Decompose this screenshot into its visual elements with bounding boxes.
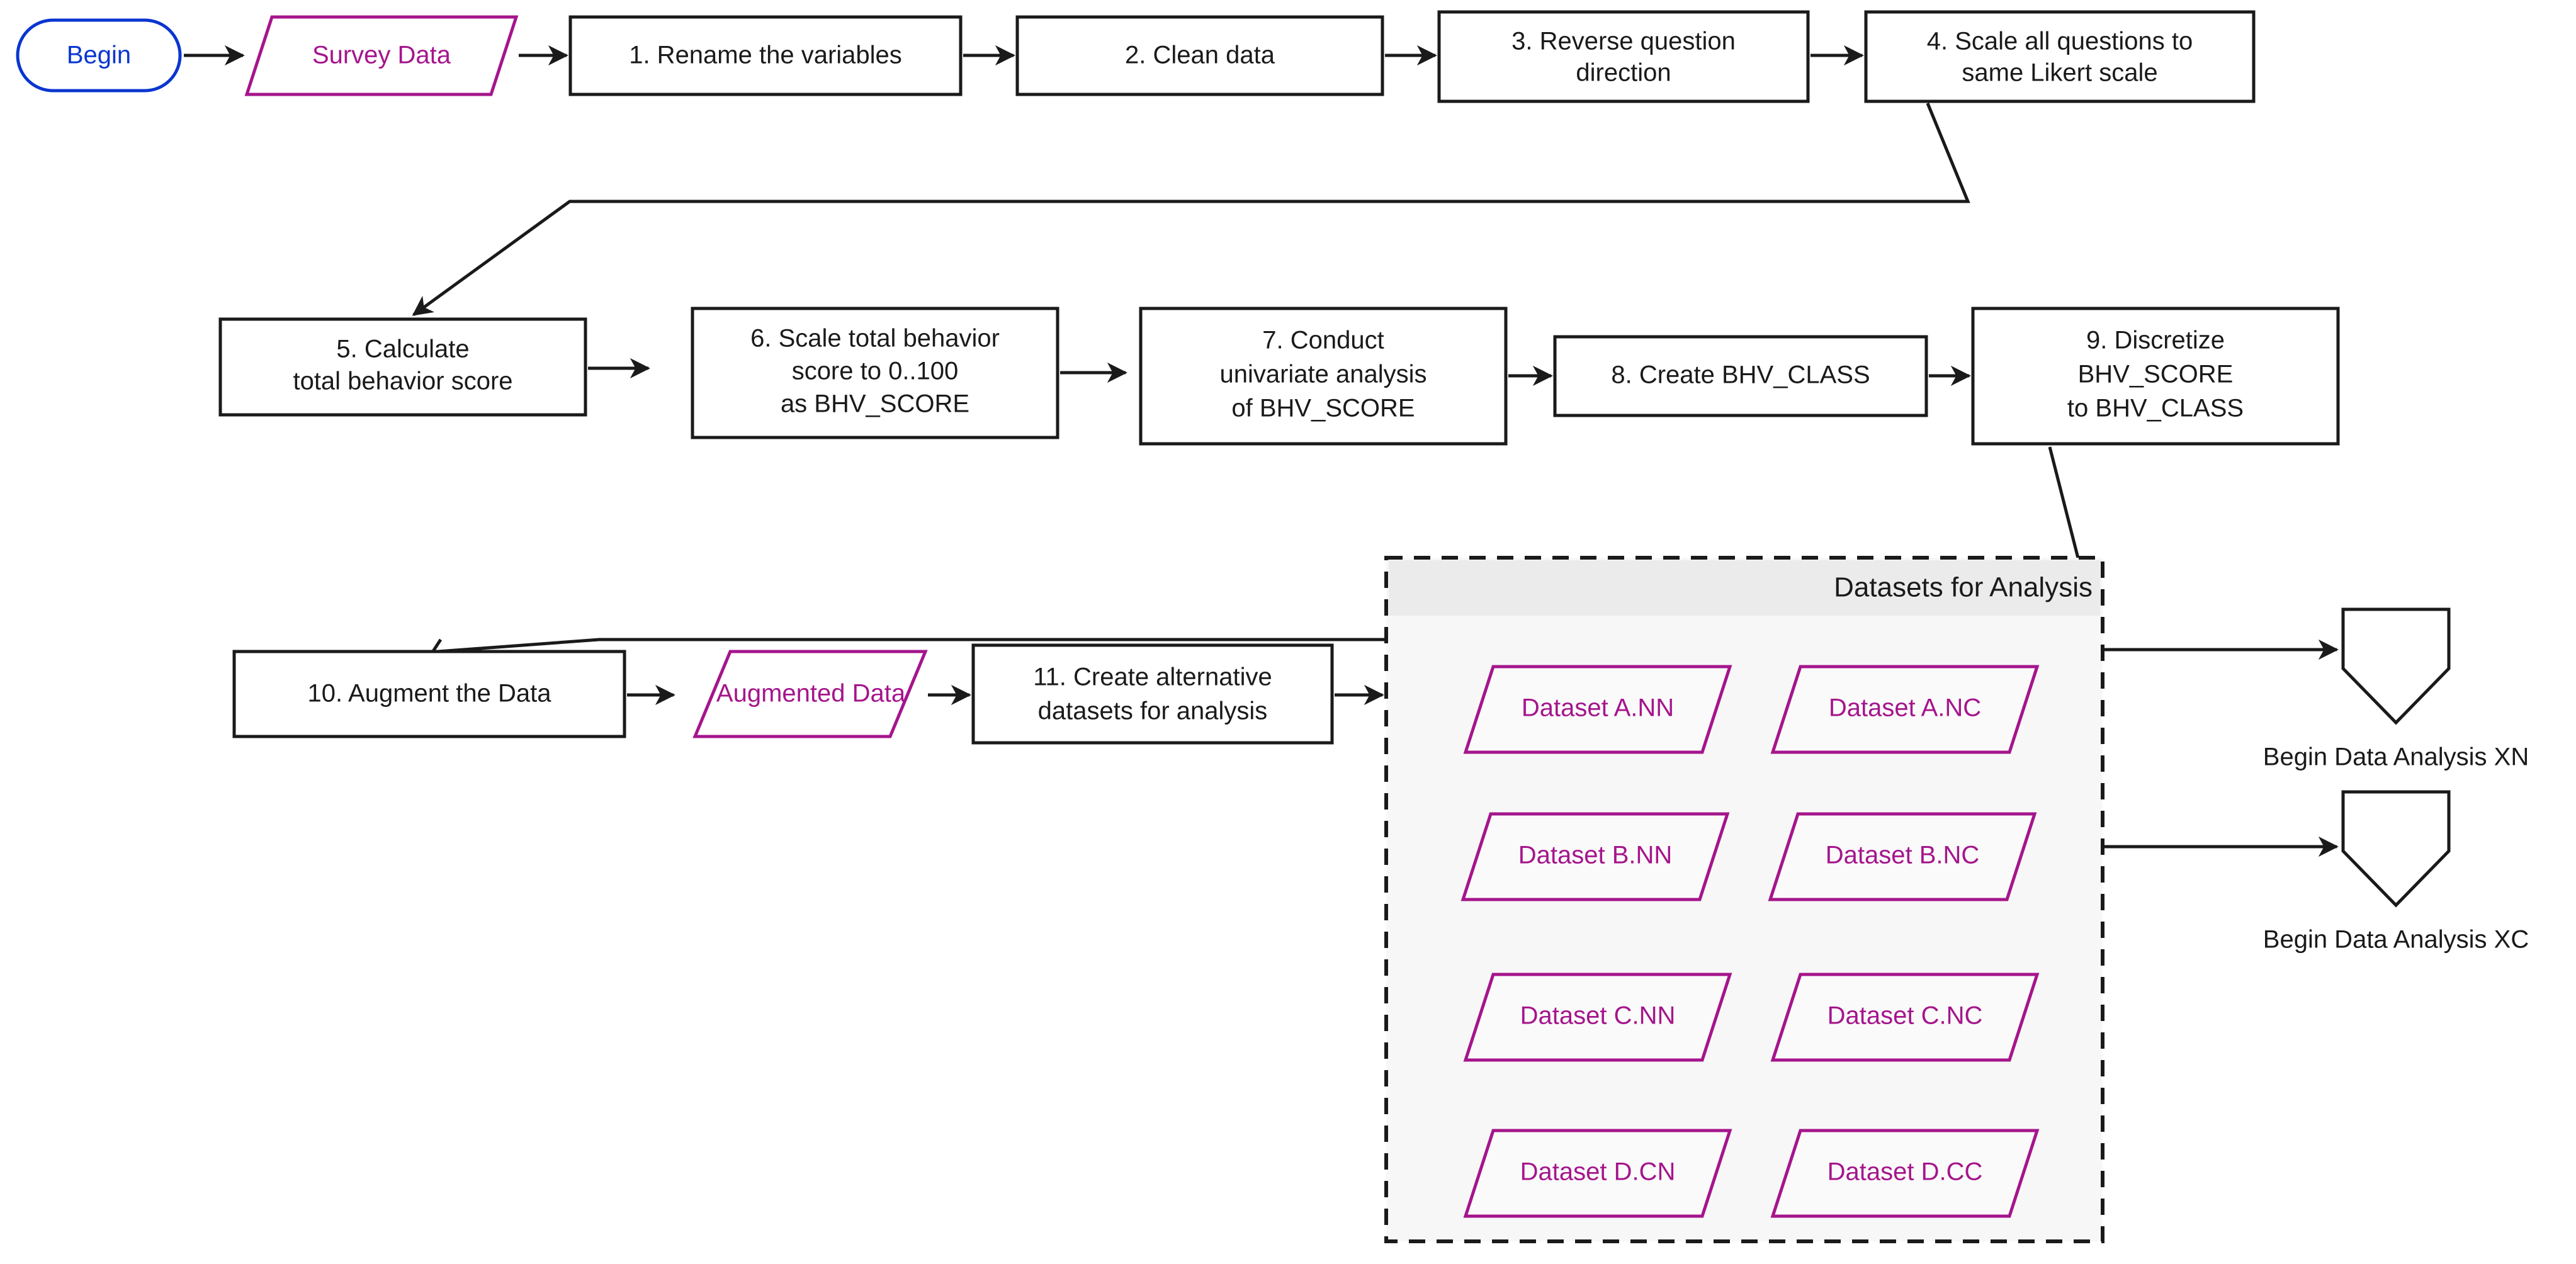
dataset-b-nc-shape xyxy=(1768,812,2037,901)
node-step-5[interactable]: 5. Calculate total behavior score xyxy=(218,317,587,417)
step-2-box xyxy=(1015,15,1384,96)
step-11-label-line1: 11. Create alternative xyxy=(1033,663,1272,691)
node-step-9[interactable]: 9. Discretize BHV_SCORE to BHV_CLASS xyxy=(1971,307,2340,446)
dataset-d-cc-label: Dataset D.CC xyxy=(1827,1158,1983,1186)
step-4-label-line2: same Likert scale xyxy=(1962,59,2157,87)
step-6-label-line1: 6. Scale total behavior xyxy=(750,325,1000,353)
dataset-item-b-nn[interactable]: Dataset B.NN xyxy=(1460,812,1730,901)
step-9-label-line2: BHV_SCORE xyxy=(2078,361,2234,388)
offpage-connector-xn[interactable]: Begin Data Analysis XN xyxy=(2263,607,2529,771)
step-7-label-line3: of BHV_SCORE xyxy=(1231,395,1415,422)
dataset-a-nn-shape xyxy=(1463,665,1732,754)
dataset-item-b-nc[interactable]: Dataset B.NC xyxy=(1768,812,2037,901)
dataset-b-nn-shape xyxy=(1460,812,1730,901)
step-3-box xyxy=(1437,10,1810,103)
dataset-c-nc-label: Dataset C.NC xyxy=(1827,1002,1983,1030)
step-7-box xyxy=(1139,307,1508,446)
offpage-xn-caption: Begin Data Analysis XN xyxy=(2263,743,2529,771)
node-begin[interactable]: Begin xyxy=(16,18,182,93)
dataset-d-cn-shape xyxy=(1463,1129,1732,1218)
step-11-box xyxy=(971,643,1334,745)
step-3-label-line1: 3. Reverse question xyxy=(1511,28,1736,55)
dataset-item-a-nc[interactable]: Dataset A.NC xyxy=(1770,665,2040,754)
step-9-label-line3: to BHV_CLASS xyxy=(2067,395,2244,422)
offpage-xn-shape xyxy=(2341,607,2451,725)
step-7-label-line1: 7. Conduct xyxy=(1262,327,1384,354)
step-10-label: 10. Augment the Data xyxy=(308,680,552,708)
dataset-item-c-nn[interactable]: Dataset C.NN xyxy=(1463,973,1732,1062)
step-9-label-line1: 9. Discretize xyxy=(2086,327,2225,354)
dataset-item-d-cc[interactable]: Dataset D.CC xyxy=(1770,1129,2040,1218)
node-step-4[interactable]: 4. Scale all questions to same Likert sc… xyxy=(1864,10,2256,103)
augmented-data-parallelogram-shape xyxy=(692,650,928,738)
node-step-1[interactable]: 1. Rename the variables xyxy=(568,15,963,96)
step-6-label-line3: as BHV_SCORE xyxy=(781,390,969,418)
node-step-3[interactable]: 3. Reverse question direction xyxy=(1437,10,1810,103)
node-step-10[interactable]: 10. Augment the Data xyxy=(232,650,626,738)
node-survey-data[interactable]: Survey Data xyxy=(244,15,519,96)
dataset-item-c-nc[interactable]: Dataset C.NC xyxy=(1770,973,2040,1062)
node-augmented-data[interactable]: Augmented Data xyxy=(692,650,928,738)
edge-step4-to-step5 xyxy=(412,103,1970,317)
offpage-connector-xc[interactable]: Begin Data Analysis XC xyxy=(2263,790,2529,954)
node-step-11[interactable]: 11. Create alternative datasets for anal… xyxy=(971,643,1334,745)
dataset-d-cn-label: Dataset D.CN xyxy=(1520,1158,1676,1186)
step-11-label-line2: datasets for analysis xyxy=(1038,697,1268,725)
step-1-label: 1. Rename the variables xyxy=(629,42,902,69)
offpage-xc-shape xyxy=(2341,790,2451,908)
datasets-group-header-band xyxy=(1389,560,2100,616)
dataset-c-nn-label: Dataset C.NN xyxy=(1520,1002,1676,1030)
step-1-box xyxy=(568,15,963,96)
step-5-box xyxy=(218,317,587,417)
datasets-for-analysis-group[interactable]: Datasets for Analysis Dataset A.NN Datas… xyxy=(1384,556,2104,1243)
step-7-label-line2: univariate analysis xyxy=(1219,361,1426,388)
dataset-c-nc-shape xyxy=(1770,973,2040,1062)
begin-terminal-shape xyxy=(16,18,182,93)
step-3-label-line2: direction xyxy=(1576,59,1671,87)
step-4-label-line1: 4. Scale all questions to xyxy=(1927,28,2193,55)
step-8-box xyxy=(1553,335,1928,417)
dataset-a-nc-label: Dataset A.NC xyxy=(1829,694,1981,722)
datasets-group-title: Datasets for Analysis xyxy=(1834,572,2093,603)
step-5-label-line2: total behavior score xyxy=(293,368,512,395)
step-4-box xyxy=(1864,10,2256,103)
survey-data-parallelogram-shape xyxy=(244,15,519,96)
edge-step9-to-step10 xyxy=(412,446,2101,655)
augmented-data-label: Augmented Data xyxy=(716,680,906,708)
begin-label: Begin xyxy=(67,42,131,69)
offpage-xc-caption: Begin Data Analysis XC xyxy=(2263,926,2529,954)
dataset-item-a-nn[interactable]: Dataset A.NN xyxy=(1463,665,1732,754)
step-2-label: 2. Clean data xyxy=(1125,42,1275,69)
step-5-label-line1: 5. Calculate xyxy=(336,336,469,363)
step-10-box xyxy=(232,650,626,738)
dataset-d-cc-shape xyxy=(1770,1129,2040,1218)
dataset-c-nn-shape xyxy=(1463,973,1732,1062)
node-step-2[interactable]: 2. Clean data xyxy=(1015,15,1384,96)
step-6-box xyxy=(691,307,1059,439)
node-step-7[interactable]: 7. Conduct univariate analysis of BHV_SC… xyxy=(1139,307,1508,446)
node-step-6[interactable]: 6. Scale total behavior score to 0..100 … xyxy=(691,307,1059,439)
dataset-b-nc-label: Dataset B.NC xyxy=(1826,842,1980,869)
node-step-8[interactable]: 8. Create BHV_CLASS xyxy=(1553,335,1928,417)
dataset-b-nn-label: Dataset B.NN xyxy=(1518,842,1673,869)
step-8-label: 8. Create BHV_CLASS xyxy=(1611,361,1870,389)
survey-data-label: Survey Data xyxy=(312,42,451,69)
step-9-box xyxy=(1971,307,2340,446)
dataset-item-d-cn[interactable]: Dataset D.CN xyxy=(1463,1129,1732,1218)
dataset-a-nc-shape xyxy=(1770,665,2040,754)
dataset-a-nn-label: Dataset A.NN xyxy=(1522,694,1674,722)
step-6-label-line2: score to 0..100 xyxy=(792,358,959,385)
